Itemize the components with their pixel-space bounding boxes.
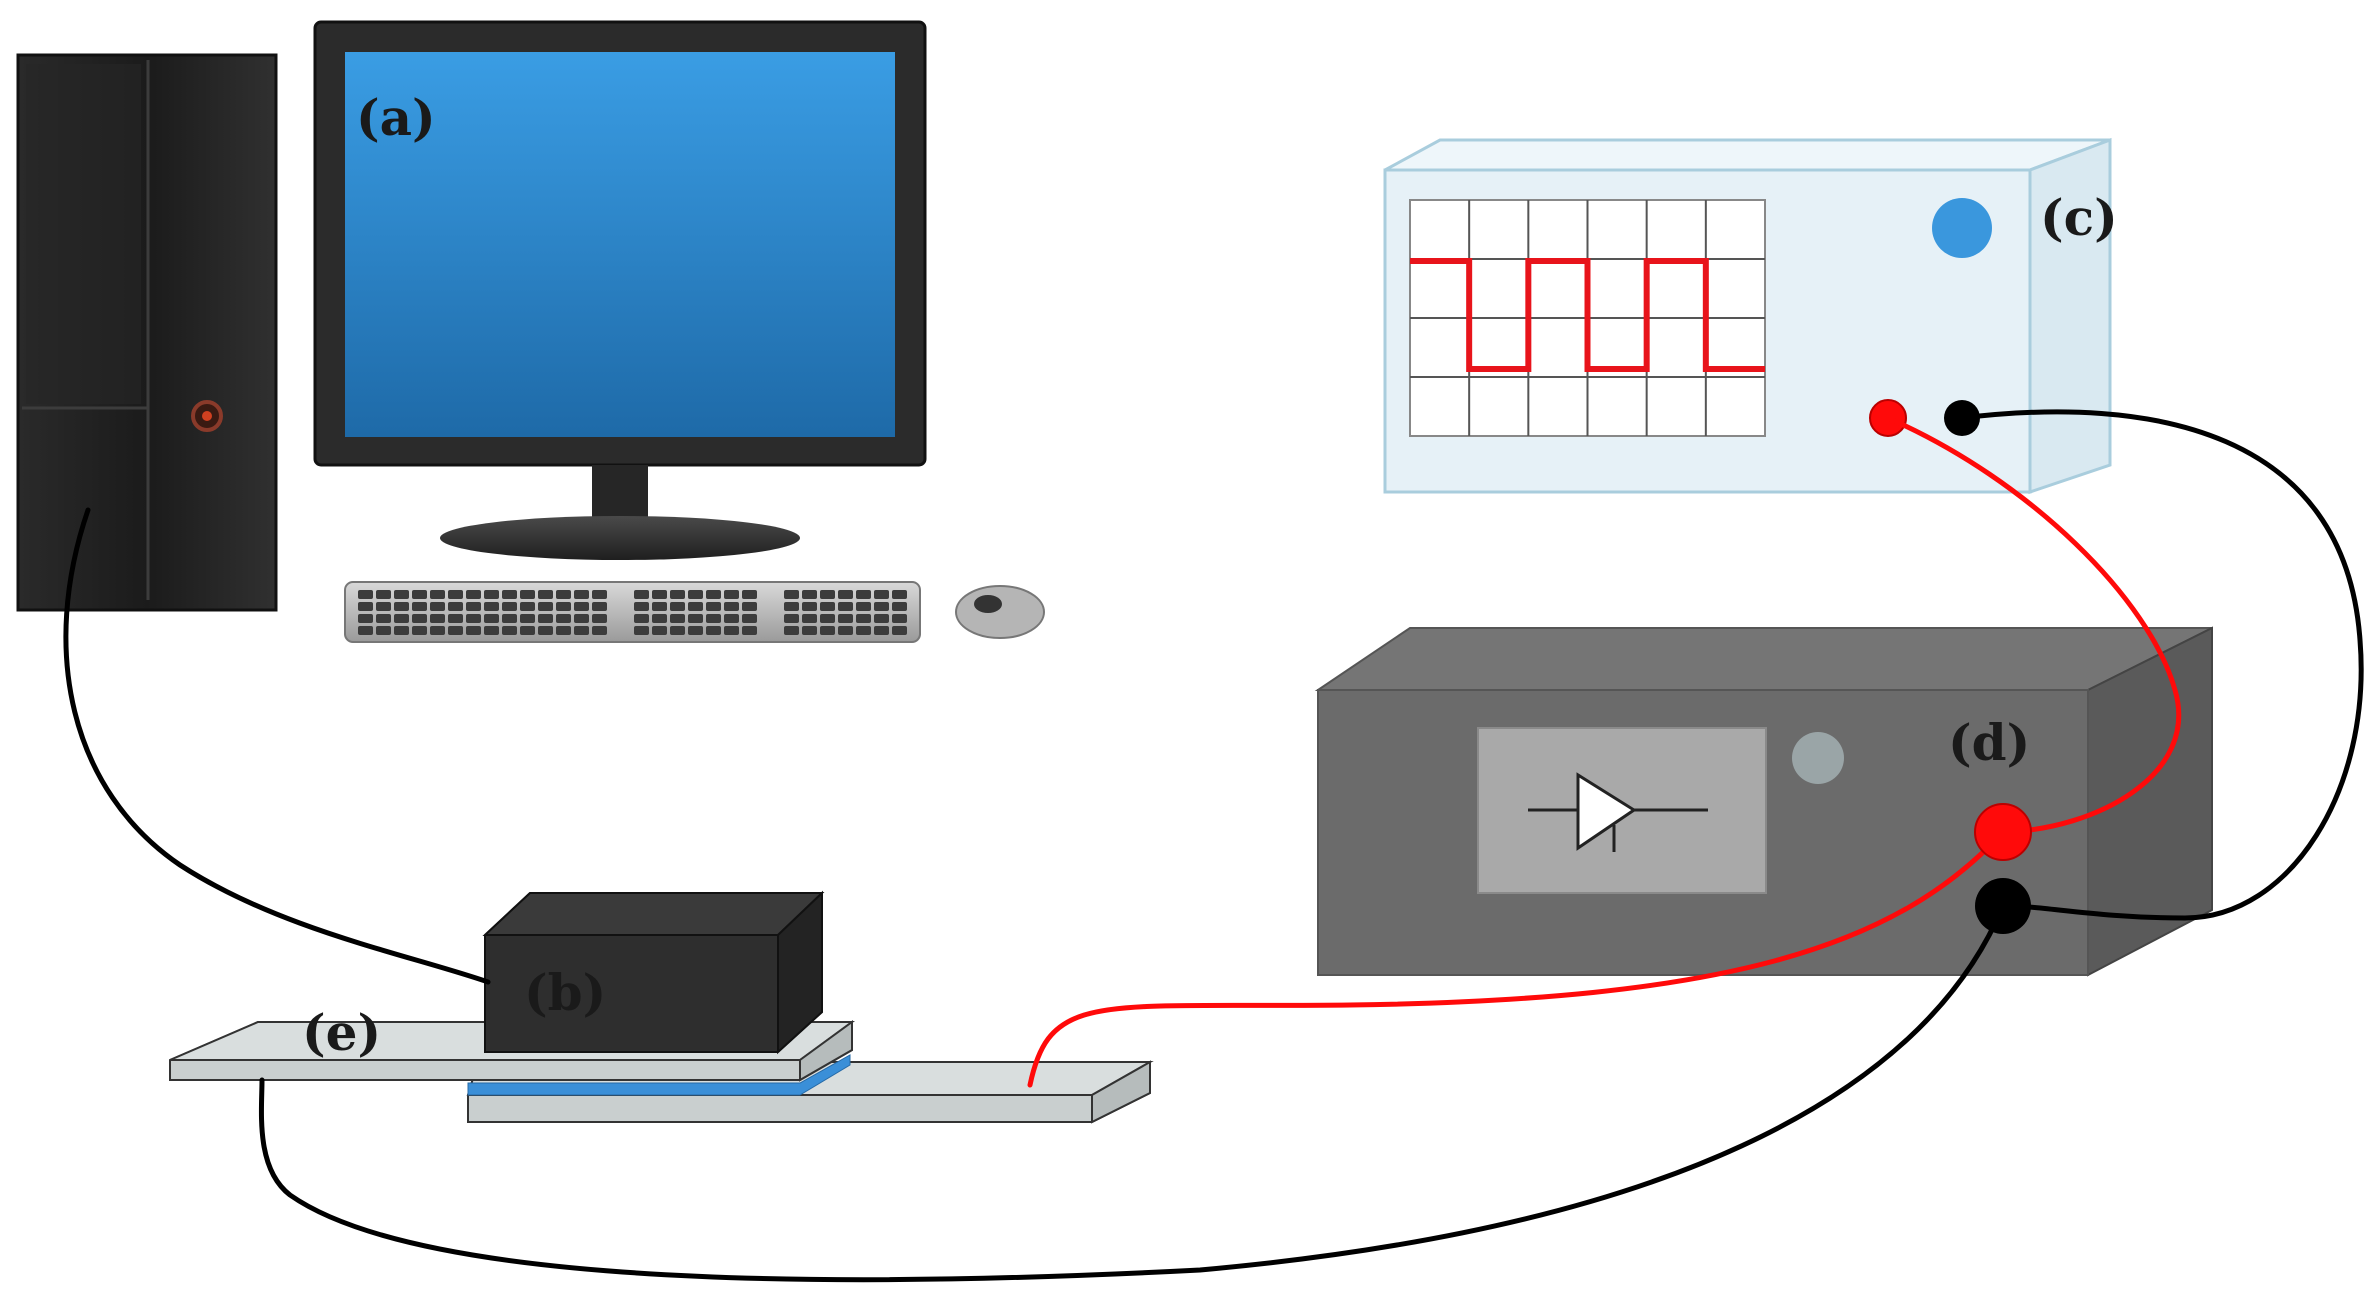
oscilloscope-knob-icon <box>1932 198 1992 258</box>
cable-pc-to-actuator <box>63 507 491 985</box>
keyboard <box>344 581 921 643</box>
amplifier-knob-icon <box>1792 732 1844 784</box>
cable-red-oscilloscope-to-amplifier <box>1885 415 2182 835</box>
label-beam: (e) <box>302 1003 381 1062</box>
label-oscilloscope: (c) <box>2040 188 2118 247</box>
label-amplifier: (d) <box>1948 713 2030 772</box>
square-wave-icon <box>1410 258 1765 372</box>
piezo-layer <box>467 1054 851 1096</box>
actuator-block <box>482 890 825 1055</box>
cable-black-amplifier-to-beam <box>258 903 2006 1283</box>
oscilloscope-screen <box>1409 199 1766 437</box>
oscilloscope <box>1383 137 2112 495</box>
cable-black-oscilloscope-to-amplifier <box>1959 409 2364 921</box>
amplifier-black-terminal <box>1975 878 2031 934</box>
monitor <box>313 20 927 560</box>
cable-red-amplifier-to-piezo <box>1027 829 2006 1088</box>
cables <box>63 409 2364 1283</box>
label-actuator: (b) <box>524 963 606 1022</box>
mouse <box>955 585 1045 639</box>
op-amp-triangle-icon <box>1528 772 1708 852</box>
amplifier-red-terminal <box>1974 803 2032 861</box>
label-computer: (a) <box>356 88 436 147</box>
monitor-screen <box>345 52 895 437</box>
computer-tower <box>16 53 278 612</box>
amplifier <box>1314 626 2213 977</box>
